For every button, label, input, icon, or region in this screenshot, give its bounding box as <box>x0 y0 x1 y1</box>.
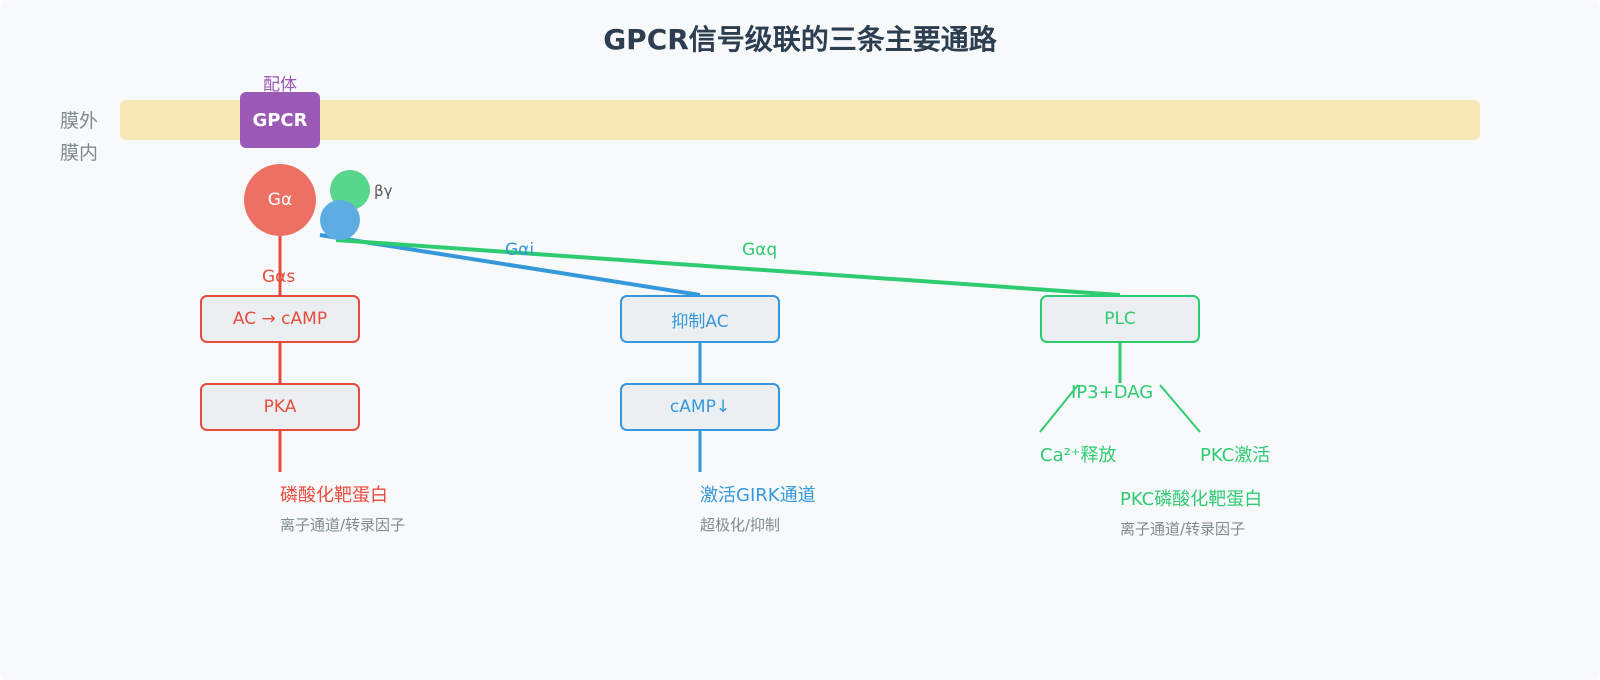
gi-camp-down-box: cAMP↓ <box>620 383 780 431</box>
gq-second-messengers: IP3+DAG <box>1071 382 1154 403</box>
gq-connector-branch-right <box>1159 384 1201 433</box>
beta-gamma-label: βγ <box>374 182 393 200</box>
gq-pathway-label: Gαq <box>742 240 778 260</box>
outside-membrane-label: 膜外 <box>60 110 99 132</box>
gq-connector-g-to-plc <box>335 238 1121 297</box>
gq-plc-box: PLC <box>1040 295 1200 343</box>
gs-result-note: 离子通道/转录因子 <box>280 516 406 534</box>
gs-result: 磷酸化靶蛋白 <box>280 485 388 506</box>
diagram-title: GPCR信号级联的三条主要通路 <box>603 23 997 56</box>
inside-membrane-label: 膜内 <box>60 142 99 164</box>
gq-calcium-release: Ca²⁺释放 <box>1040 445 1117 466</box>
gi-result: 激活GIRK通道 <box>700 485 816 506</box>
gs-pathway-label: Gαs <box>262 267 296 287</box>
gpcr-receptor: GPCR <box>240 92 320 148</box>
gi-inhibit-ac-box: 抑制AC <box>620 295 780 343</box>
gq-result-note: 离子通道/转录因子 <box>1120 520 1246 538</box>
g-gamma-subunit <box>320 200 360 240</box>
gi-result-note: 超极化/抑制 <box>700 516 781 534</box>
gi-pathway-label: Gαi <box>505 240 535 260</box>
g-alpha-subunit: Gα <box>244 164 316 236</box>
gq-connector-branch-left <box>1039 384 1079 433</box>
cell-membrane <box>120 100 1480 140</box>
gq-result: PKC磷酸化靶蛋白 <box>1120 489 1263 510</box>
gs-ac-camp-box: AC → cAMP <box>200 295 360 343</box>
ligand-label: 配体 <box>263 75 297 95</box>
gs-pka-box: PKA <box>200 383 360 431</box>
gq-pkc-activation: PKC激活 <box>1200 445 1271 466</box>
